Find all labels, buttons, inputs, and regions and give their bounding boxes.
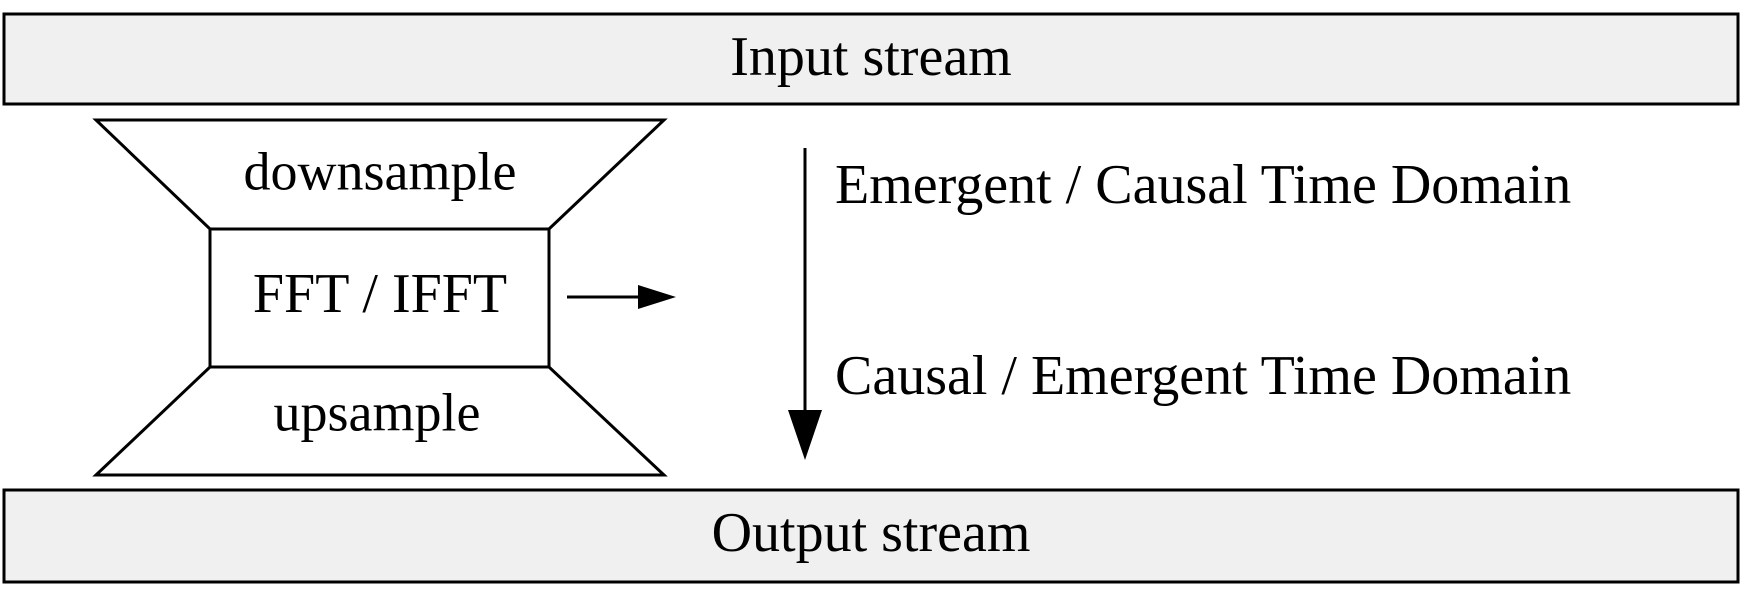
downsample-label: downsample <box>244 141 517 201</box>
processing-block: downsample FFT / IFFT upsample <box>92 118 668 477</box>
right-arrow <box>567 285 676 309</box>
input-stream-bar: Input stream <box>2 12 1740 106</box>
upsample-trapezoid <box>92 365 668 477</box>
output-stream-bar: Output stream <box>2 488 1740 584</box>
fft-ifft-label: FFT / IFFT <box>253 263 507 325</box>
input-stream-label: Input stream <box>730 26 1011 88</box>
time-direction-arrow <box>788 148 822 460</box>
output-stream-label: Output stream <box>712 502 1031 564</box>
lower-time-domain-label: Causal / Emergent Time Domain <box>835 345 1571 407</box>
upper-time-domain-label: Emergent / Causal Time Domain <box>835 154 1571 216</box>
upsample-label: upsample <box>274 382 481 442</box>
